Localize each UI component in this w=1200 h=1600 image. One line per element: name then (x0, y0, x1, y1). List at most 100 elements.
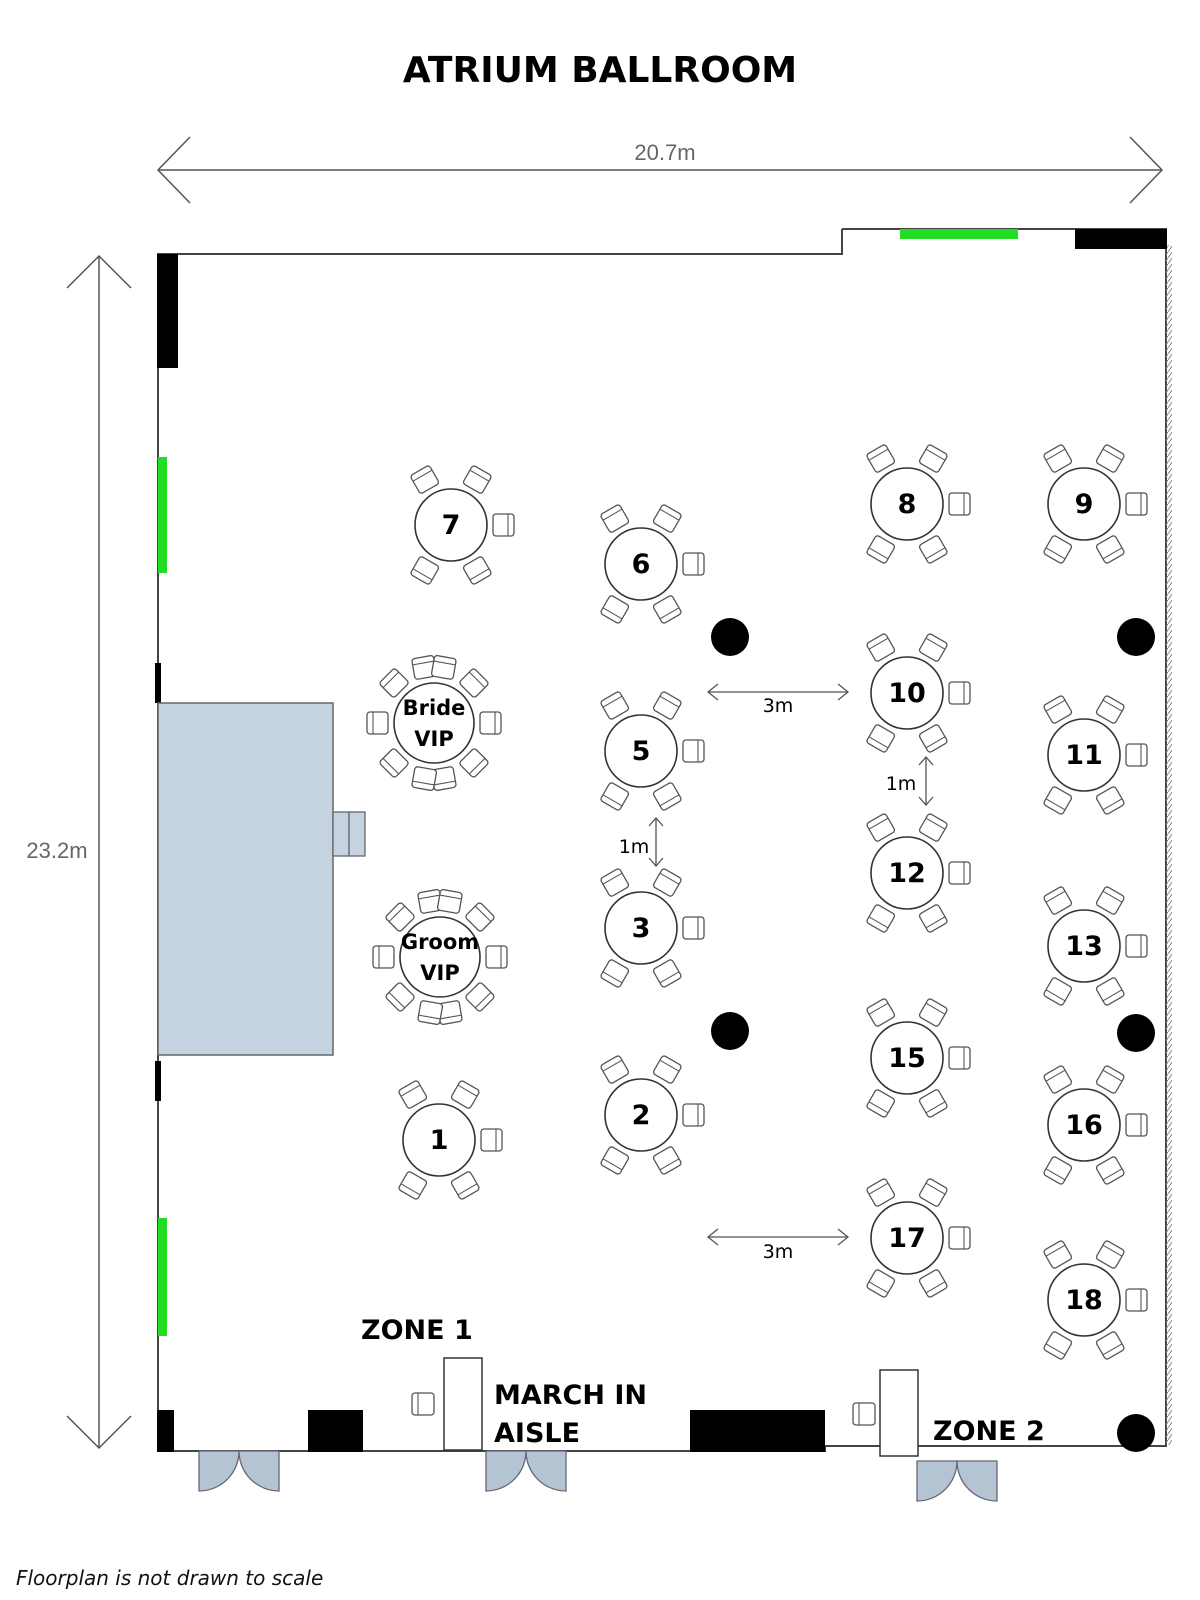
table-t15 (866, 998, 971, 1118)
chair (1043, 886, 1073, 915)
table-label-3: 3 (632, 913, 651, 944)
chair (682, 739, 705, 763)
chair (918, 633, 948, 662)
chair (948, 681, 971, 705)
table-t2 (600, 1055, 705, 1175)
chair (1043, 977, 1073, 1006)
chair (480, 1128, 503, 1152)
table-label-7: 7 (442, 510, 461, 541)
spacing-label-3m-top: 3m (763, 695, 794, 717)
table-top (399, 916, 481, 998)
chair (1125, 492, 1148, 516)
table-label-9: 9 (1075, 489, 1094, 520)
chair (600, 782, 630, 811)
chair (948, 1226, 971, 1250)
chair (450, 1171, 480, 1200)
spacing-label-1m-right: 1m (886, 773, 917, 795)
chair (398, 1171, 428, 1200)
chair (372, 945, 395, 969)
table-top (393, 682, 475, 764)
chair (866, 1178, 896, 1207)
chair (866, 1089, 896, 1118)
width-label: 20.7m (634, 140, 695, 165)
chair (652, 595, 682, 624)
aisle-label-line2: AISLE (494, 1418, 580, 1449)
chair (485, 945, 508, 969)
chair (1095, 1065, 1125, 1094)
chair (652, 1146, 682, 1175)
chair (918, 444, 948, 473)
chair (1043, 1156, 1073, 1185)
chair (918, 813, 948, 842)
chair (411, 654, 438, 680)
chair (652, 782, 682, 811)
chair (398, 1080, 428, 1109)
chair (366, 711, 389, 735)
table-top (870, 656, 944, 730)
chair (1125, 1288, 1148, 1312)
groom-vip-label-line2: VIP (420, 961, 459, 985)
chair (1125, 743, 1148, 767)
chair (459, 748, 489, 778)
table-top (1047, 467, 1121, 541)
table-label-11: 11 (1065, 740, 1103, 771)
chair (1043, 695, 1073, 724)
table-top (604, 1078, 678, 1152)
chair (866, 535, 896, 564)
table-t6 (600, 504, 705, 624)
table-top (1047, 909, 1121, 983)
hatched-wall (1166, 245, 1172, 1445)
table-t5 (600, 691, 705, 811)
table-t9 (1043, 444, 1148, 564)
table-bride (366, 654, 502, 792)
chair (1095, 695, 1125, 724)
chair (866, 1269, 896, 1298)
chair (1043, 1065, 1073, 1094)
chair (459, 668, 489, 698)
spacing-label-3m-bottom: 3m (763, 1241, 794, 1263)
chair (492, 513, 515, 537)
chair (1043, 786, 1073, 815)
table-top (604, 527, 678, 601)
chair (652, 504, 682, 533)
table-top (1047, 1088, 1121, 1162)
chair (918, 1178, 948, 1207)
chair (379, 668, 409, 698)
chair (948, 492, 971, 516)
table-t13 (1043, 886, 1148, 1006)
table-top (604, 891, 678, 965)
chair (866, 444, 896, 473)
table-t7 (410, 465, 515, 585)
chair (918, 1089, 948, 1118)
table-label-6: 6 (632, 549, 651, 580)
doors (198, 1450, 998, 1502)
table-t18 (1043, 1240, 1148, 1360)
table-label-8: 8 (898, 489, 917, 520)
table-t8 (866, 444, 971, 564)
chair (1095, 1331, 1125, 1360)
table-label-2: 2 (632, 1100, 651, 1131)
stage-steps (332, 811, 366, 857)
chair (1095, 535, 1125, 564)
height-label: 23.2m (26, 838, 87, 863)
chair (918, 724, 948, 753)
chair (652, 1055, 682, 1084)
chair (652, 868, 682, 897)
chair (465, 902, 495, 932)
chair (465, 982, 495, 1012)
chair (1043, 535, 1073, 564)
chair (918, 1269, 948, 1298)
table-label-16: 16 (1065, 1110, 1103, 1141)
chair (450, 1080, 480, 1109)
chair (436, 888, 463, 914)
chair (866, 904, 896, 933)
chair (417, 1000, 444, 1026)
chair (918, 998, 948, 1027)
table-top (870, 1201, 944, 1275)
table-t12 (866, 813, 971, 933)
chair (600, 595, 630, 624)
chair (479, 711, 502, 735)
chair (600, 868, 630, 897)
table-top (402, 1103, 476, 1177)
